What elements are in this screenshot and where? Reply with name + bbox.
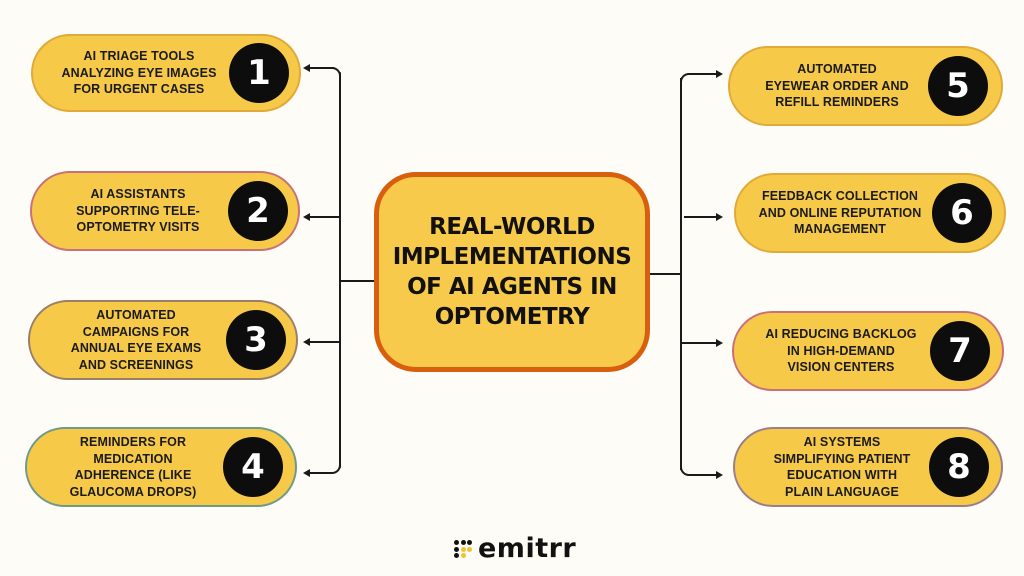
text-line: ANNUAL EYE EXAMS xyxy=(70,341,202,355)
text-line: SIMPLIFYING PATIENT xyxy=(773,451,911,466)
item-3-text: AUTOMATED CAMPAIGNS FOR ANNUAL EYE EXAMS… xyxy=(44,302,228,378)
item-5-text: AUTOMATED EYEWEAR ORDER AND REFILL REMIN… xyxy=(744,48,930,124)
left-branch-3 xyxy=(310,341,340,343)
right-branch-8 xyxy=(690,474,717,476)
item-8-box: AI SYSTEMS SIMPLIFYING PATIENT EDUCATION… xyxy=(733,427,1003,507)
item-1-number-badge: 1 xyxy=(229,43,289,103)
item-7-text: AI REDUCING BACKLOG IN HIGH-DEMAND VISIO… xyxy=(748,313,934,389)
right-branch-6 xyxy=(684,216,717,218)
item-4-number-badge: 4 xyxy=(223,437,283,497)
left-branch-1 xyxy=(310,67,334,69)
item-1-box: AI TRIAGE TOOLS ANALYZING EYE IMAGES FOR… xyxy=(31,34,301,112)
item-5-box: AUTOMATED EYEWEAR ORDER AND REFILL REMIN… xyxy=(728,46,1003,126)
title-line: OF AI AGENTS IN xyxy=(407,274,617,300)
text-line: IN HIGH-DEMAND xyxy=(787,343,895,358)
right-branch-7 xyxy=(681,342,717,344)
text-line: FEEDBACK COLLECTION xyxy=(761,189,919,204)
text-line: REMINDERS FOR xyxy=(79,435,187,449)
text-line: VISION CENTERS xyxy=(787,360,895,375)
right-center-connector xyxy=(650,273,681,275)
item-2-number-badge: 2 xyxy=(228,181,288,241)
item-1-text: AI TRIAGE TOOLS ANALYZING EYE IMAGES FOR… xyxy=(47,36,231,110)
text-line: FOR URGENT CASES xyxy=(73,82,205,97)
arrow-to-item-8 xyxy=(716,471,723,479)
text-line: AI ASSISTANTS xyxy=(90,187,186,202)
arrow-to-item-5 xyxy=(716,70,723,78)
item-7-box: AI REDUCING BACKLOG IN HIGH-DEMAND VISIO… xyxy=(732,311,1004,391)
item-2-box: AI ASSISTANTS SUPPORTING TELE- OPTOMETRY… xyxy=(30,171,300,251)
arrow-to-item-2 xyxy=(303,213,310,221)
text-line: MEDICATION xyxy=(93,451,173,466)
text-line: AND ONLINE REPUTATION xyxy=(758,205,922,220)
arrow-to-item-4 xyxy=(303,469,310,477)
item-4-box: REMINDERS FOR MEDICATION ADHERENCE (LIKE… xyxy=(25,427,297,507)
logo-wordmark: emitrr xyxy=(478,533,577,564)
text-line: AND SCREENINGS xyxy=(78,357,194,372)
item-5-number-badge: 5 xyxy=(928,56,988,116)
text-line: GLAUCOMA DROPS) xyxy=(69,484,197,499)
item-8-text: AI SYSTEMS SIMPLIFYING PATIENT EDUCATION… xyxy=(749,429,935,505)
right-trunk-line xyxy=(680,78,682,470)
title-line: REAL-WORLD xyxy=(429,214,595,240)
text-line: MANAGEMENT xyxy=(794,222,886,237)
central-topic-box: REAL-WORLD IMPLEMENTATIONS OF AI AGENTS … xyxy=(374,172,650,372)
title-line: IMPLEMENTATIONS xyxy=(392,244,632,270)
arrow-to-item-3 xyxy=(303,338,310,346)
left-branch-1-curve xyxy=(330,67,341,78)
right-branch-5-curve xyxy=(680,73,691,84)
item-6-text: FEEDBACK COLLECTION AND ONLINE REPUTATIO… xyxy=(742,175,938,251)
left-branch-4 xyxy=(310,472,332,474)
text-line: AUTOMATED xyxy=(797,62,877,77)
text-line: AI REDUCING BACKLOG xyxy=(765,327,917,342)
item-4-text: REMINDERS FOR MEDICATION ADHERENCE (LIKE… xyxy=(41,429,225,505)
arrow-to-item-6 xyxy=(716,213,723,221)
title-line: OPTOMETRY xyxy=(434,304,590,330)
emitrr-logo: emitrr xyxy=(454,533,577,564)
text-line: AUTOMATED xyxy=(96,308,176,322)
left-trunk-line xyxy=(339,72,341,468)
item-6-box: FEEDBACK COLLECTION AND ONLINE REPUTATIO… xyxy=(734,173,1006,253)
right-branch-5 xyxy=(690,73,717,75)
text-line: SUPPORTING TELE- xyxy=(76,203,200,218)
left-branch-4-curve xyxy=(330,463,341,474)
central-topic-title: REAL-WORLD IMPLEMENTATIONS OF AI AGENTS … xyxy=(393,212,632,332)
text-line: OPTOMETRY VISITS xyxy=(76,220,200,235)
text-line: AI TRIAGE TOOLS xyxy=(83,49,195,64)
item-7-number-badge: 7 xyxy=(930,321,990,381)
item-2-text: AI ASSISTANTS SUPPORTING TELE- OPTOMETRY… xyxy=(46,173,230,249)
item-6-number-badge: 6 xyxy=(932,183,992,243)
text-line: REFILL REMINDERS xyxy=(775,95,899,110)
arrow-to-item-7 xyxy=(716,339,723,347)
text-line: ADHERENCE (LIKE xyxy=(74,468,192,482)
text-line: AI SYSTEMS xyxy=(803,435,881,449)
emitrr-dot-grid-icon xyxy=(454,540,472,558)
left-branch-2 xyxy=(310,216,340,218)
text-line: CAMPAIGNS FOR xyxy=(82,324,190,339)
right-branch-8-curve xyxy=(680,465,691,476)
left-center-connector xyxy=(339,280,375,282)
text-line: PLAIN LANGUAGE xyxy=(785,484,899,499)
arrow-to-item-1 xyxy=(303,64,310,72)
text-line: EDUCATION WITH xyxy=(786,468,898,482)
item-3-number-badge: 3 xyxy=(226,310,286,370)
text-line: EYEWEAR ORDER AND xyxy=(765,78,909,93)
text-line: ANALYZING EYE IMAGES xyxy=(61,65,217,80)
item-8-number-badge: 8 xyxy=(929,437,989,497)
item-3-box: AUTOMATED CAMPAIGNS FOR ANNUAL EYE EXAMS… xyxy=(28,300,298,380)
